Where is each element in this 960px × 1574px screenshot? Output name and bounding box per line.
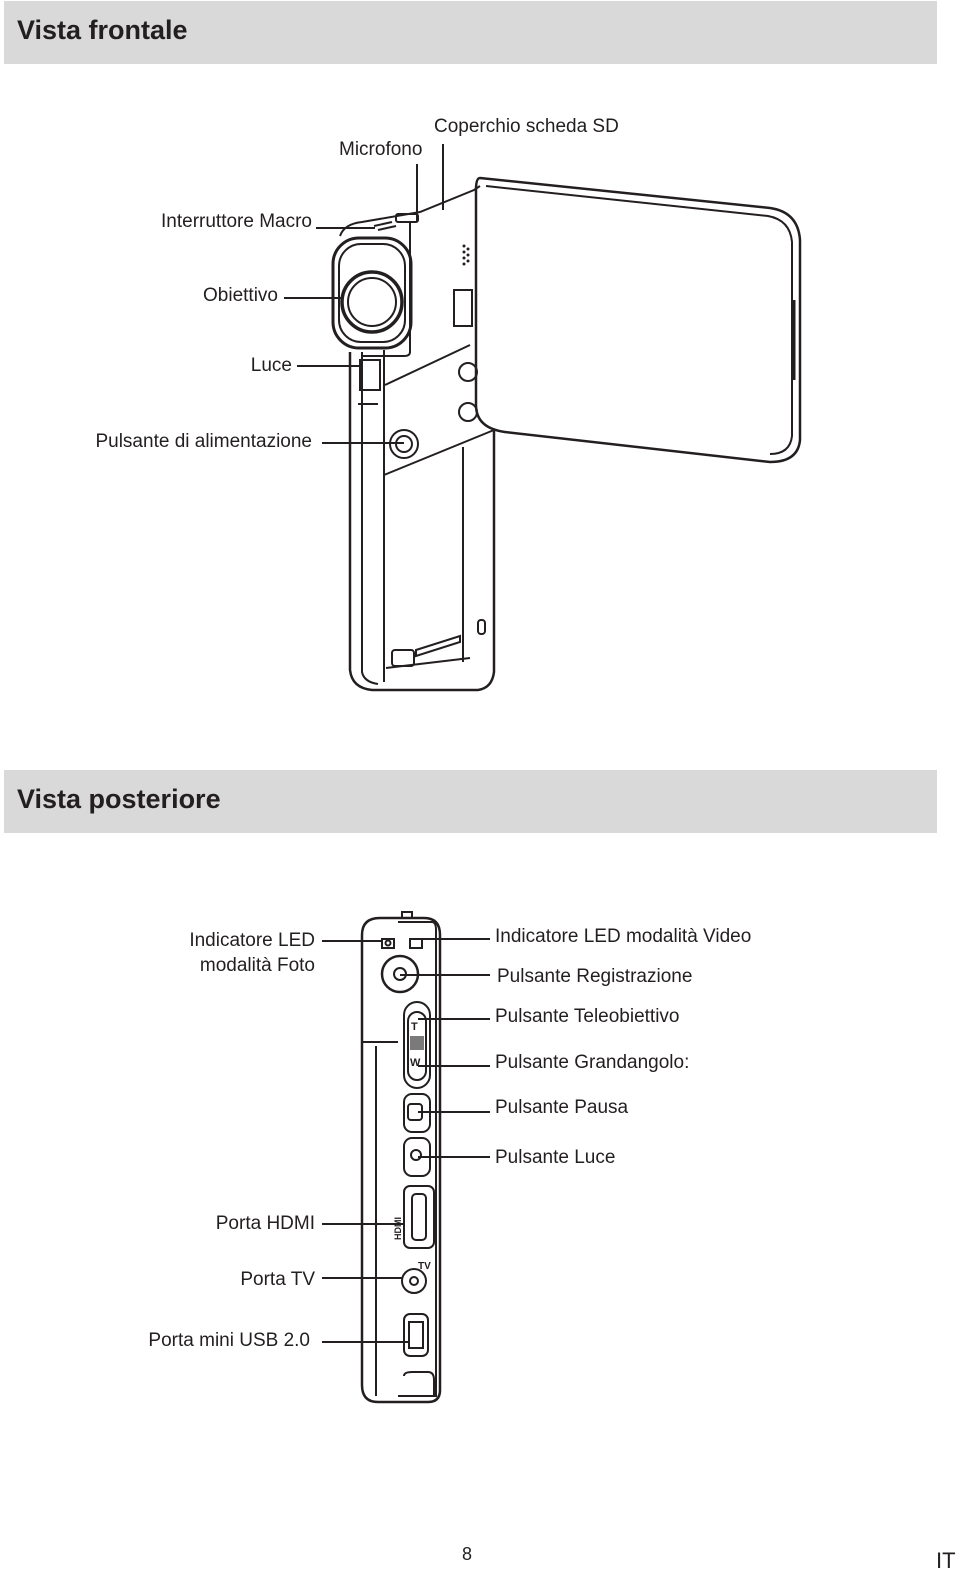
camcorder-front-illustration	[331, 176, 802, 692]
label-light-button: Pulsante Luce	[495, 1147, 616, 1168]
section-title-front: Vista frontale	[17, 15, 188, 45]
label-microphone: Microfono	[339, 139, 423, 160]
label-tv-port: Porta TV	[240, 1269, 315, 1290]
hdmi-marking: HDMI	[393, 1217, 403, 1240]
section-header-front: Vista frontale	[4, 1, 937, 64]
label-sd-cover: Coperchio scheda SD	[434, 116, 619, 137]
label-led-photo-line1: Indicatore LED	[189, 930, 315, 951]
camcorder-side-illustration	[360, 911, 442, 1404]
section-title-back: Vista posteriore	[17, 784, 221, 814]
language-code: IT	[936, 1548, 956, 1573]
label-tele-button: Pulsante Teleobiettivo	[495, 1006, 680, 1027]
section-header-back: Vista posteriore	[4, 770, 937, 833]
page-number: 8	[462, 1544, 473, 1564]
label-record-button: Pulsante Registrazione	[497, 966, 693, 987]
label-usb-port: Porta mini USB 2.0	[148, 1330, 310, 1351]
label-wide-button: Pulsante Grandangolo:	[495, 1052, 690, 1073]
zoom-wide-marking: W	[410, 1057, 421, 1069]
label-light: Luce	[250, 355, 292, 376]
tv-marking: TV	[418, 1261, 431, 1272]
label-led-photo-line2: modalità Foto	[199, 955, 315, 976]
zoom-tele-marking: T	[411, 1021, 418, 1033]
label-power-button: Pulsante di alimentazione	[95, 431, 312, 452]
label-hdmi-port: Porta HDMI	[215, 1213, 315, 1234]
label-pause-button: Pulsante Pausa	[495, 1097, 629, 1118]
label-lens: Obiettivo	[203, 285, 278, 306]
label-led-video: Indicatore LED modalità Video	[495, 926, 752, 947]
label-macro-switch: Interruttore Macro	[161, 211, 312, 232]
